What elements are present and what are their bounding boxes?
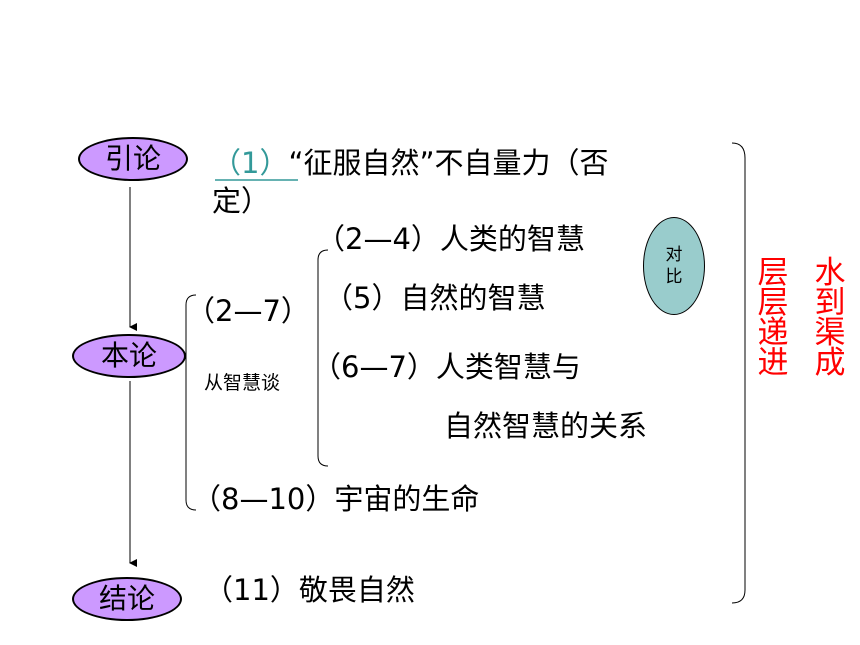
body-node: 本论 — [72, 334, 186, 378]
intro-line1: （1）“征服自然”不自量力（否 — [212, 146, 609, 181]
intro-line2: 定） — [212, 184, 271, 218]
body-subtitle: 从智慧谈 — [204, 372, 281, 394]
contrast-badge: 对 比 — [643, 217, 705, 315]
wisdom-item-human: （2—4）人类的智慧 — [316, 222, 585, 256]
contrast-char-1: 对 — [665, 245, 683, 265]
wisdom-item-relation-line2: 自然智慧的关系 — [444, 409, 648, 443]
intro-node: 引论 — [78, 137, 188, 181]
intro-node-label: 引论 — [104, 142, 161, 175]
universe-life-item: （8—10）宇宙的生命 — [192, 482, 480, 516]
wisdom-brace — [317, 249, 329, 467]
conclusion-node: 结论 — [72, 577, 182, 621]
wisdom-item-relation-line1: （6—7）人类智慧与 — [312, 350, 581, 384]
body-node-label: 本论 — [100, 339, 157, 372]
intro-number: （1） — [212, 146, 289, 180]
contrast-char-2: 比 — [665, 267, 683, 287]
side-label-progressive: 层层递进 — [757, 255, 789, 381]
side-label-natural: 水到渠成 — [814, 255, 846, 381]
overall-brace — [731, 142, 746, 604]
intro-statement: “征服自然”不自量力（否 — [288, 146, 609, 180]
conclusion-node-label: 结论 — [98, 582, 155, 615]
body-range: （2—7） — [186, 294, 310, 328]
body-brace — [185, 294, 197, 511]
conclusion-text: （11）敬畏自然 — [204, 573, 415, 607]
wisdom-item-nature: （5）自然的智慧 — [324, 281, 546, 315]
